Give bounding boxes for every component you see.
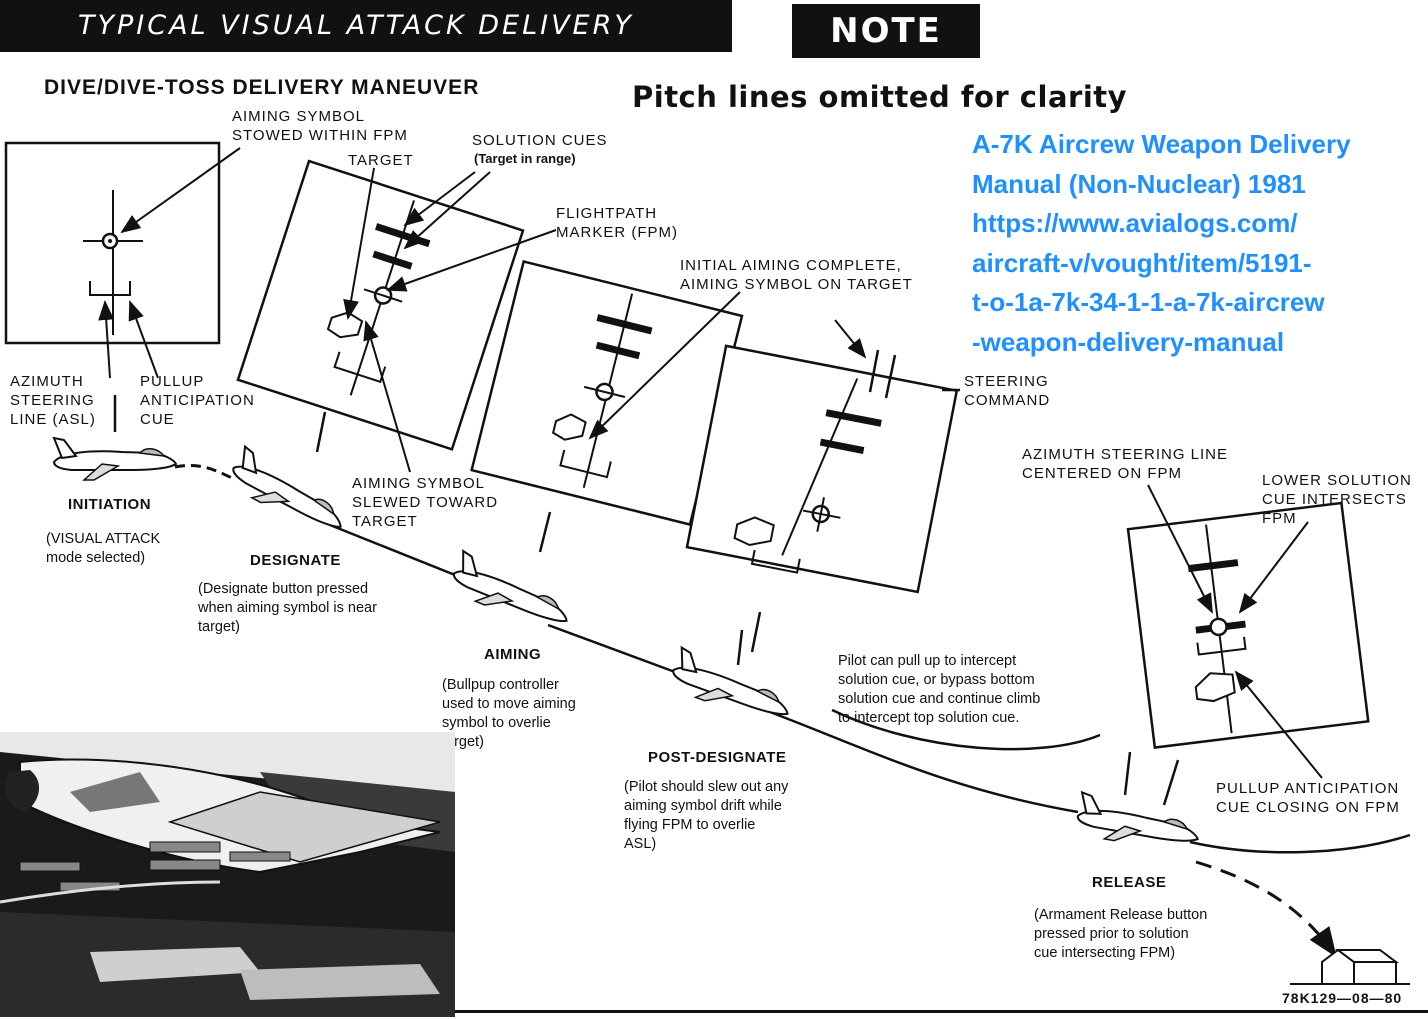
label-asl-centered: AZIMUTH STEERING LINE CENTERED ON FPM: [1022, 446, 1229, 482]
label-pullup-closing: PULLUP ANTICIPATION CUE CLOSING ON FPM: [1216, 780, 1400, 816]
label-solution-cues-sub: (Target in range): [474, 151, 576, 166]
aircraft-post-designate: [666, 646, 798, 730]
label-aiming-symbol-stowed: AIMING SYMBOL STOWED WITHIN FPM: [232, 108, 408, 144]
label-target: TARGET: [348, 152, 414, 169]
hud-initiation: [4, 141, 221, 345]
label-fpm: FLIGHTPATH MARKER (FPM): [556, 205, 678, 241]
aircraft-aiming: [446, 550, 578, 637]
phase-desc-initiation: (VISUAL ATTACK mode selected): [46, 531, 161, 566]
label-solution-cues: SOLUTION CUES: [472, 132, 608, 149]
label-aiming-slewed: AIMING SYMBOL SLEWED TOWARD TARGET: [352, 475, 499, 530]
note-box: NOTE: [792, 4, 980, 58]
phase-desc-release: (Armament Release button pressed prior t…: [1034, 907, 1208, 961]
reference-link[interactable]: -weapon-delivery-manual: [972, 326, 1285, 357]
target-building: [1290, 948, 1410, 985]
phase-desc-post-designate: (Pilot should slew out any aiming symbol…: [624, 779, 789, 852]
phase-title-aiming: AIMING: [484, 646, 542, 663]
label-initial-aiming: INITIAL AIMING COMPLETE, AIMING SYMBOL O…: [680, 257, 913, 293]
reference-line: Manual (Non-Nuclear) 1981: [972, 168, 1306, 199]
phase-desc-aiming: (Bullpup controller used to move aiming …: [442, 677, 576, 750]
pitch-note: Pitch lines omitted for clarity: [632, 80, 1128, 114]
phase-title-release: RELEASE: [1092, 874, 1167, 891]
phase-title-designate: DESIGNATE: [250, 552, 341, 569]
reference-link[interactable]: t-o-1a-7k-34-1-1-a-7k-aircrew: [972, 287, 1325, 317]
aircraft-illustration-art: [0, 732, 455, 1017]
maneuver-subtitle: DIVE/DIVE-TOSS DELIVERY MANEUVER: [44, 76, 480, 99]
hud-release: [1126, 501, 1370, 749]
view-ticks: [113, 349, 1180, 806]
aircraft-illustration: [0, 732, 455, 1017]
reference-link[interactable]: aircraft-v/vought/item/5191-: [972, 247, 1312, 278]
aircraft-designate: [224, 445, 354, 542]
label-steering-command: STEERING COMMAND: [964, 373, 1051, 409]
phase-desc-designate: (Designate button pressed when aiming sy…: [198, 581, 377, 635]
reference-link[interactable]: https://www.avialogs.com/: [972, 208, 1298, 238]
label-asl: AZIMUTH STEERING LINE (ASL): [10, 373, 96, 428]
aircraft-release: [1073, 791, 1204, 856]
hud-post-designate: [685, 344, 959, 594]
aircraft-initiation: [53, 437, 177, 481]
phase-title-post-designate: POST-DESIGNATE: [648, 749, 787, 766]
label-pullup-cue: PULLUP ANTICIPATION CUE: [140, 373, 255, 428]
reference-text: A-7K Aircrew Weapon Delivery Manual (Non…: [972, 125, 1351, 362]
bottom-rule: [455, 1010, 1428, 1013]
reference-line: A-7K Aircrew Weapon Delivery: [972, 129, 1351, 159]
phase-title-initiation: INITIATION: [68, 496, 152, 513]
label-lower-solution: LOWER SOLUTION CUE INTERSECTS FPM: [1262, 472, 1412, 527]
hud-designate: [236, 159, 525, 451]
title-banner: TYPICAL VISUAL ATTACK DELIVERY PROFILE: [0, 0, 732, 93]
figure-code: 78K129—08—80: [1282, 990, 1403, 1006]
pilot-pull-note: Pilot can pull up to intercept solution …: [838, 653, 1041, 726]
